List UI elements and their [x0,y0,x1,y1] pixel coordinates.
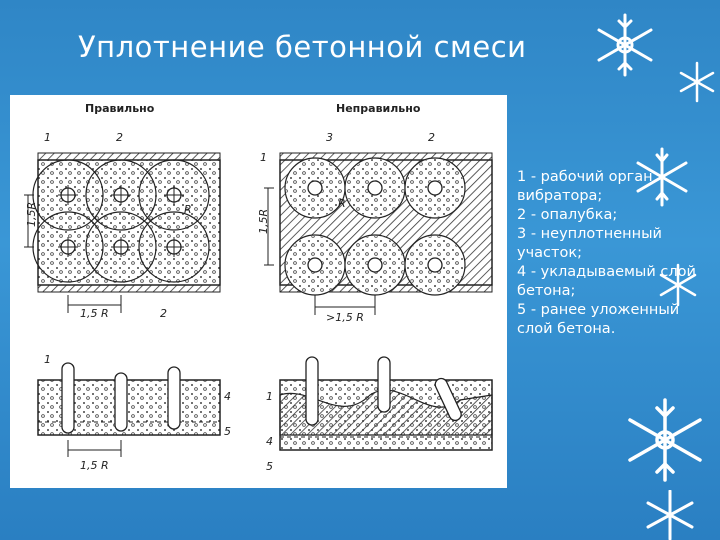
callout-4-bottom-right: 4 [266,435,273,448]
concrete-compaction-figure: Правильно Неправильно [10,95,507,488]
incorrect-plan: 1,5R >1,5 R R 1 3 2 [257,131,493,324]
snowflake-icon [679,61,715,103]
dim-spacing-correct: 1,5 R [80,307,109,320]
radius-label-right: R [338,197,346,210]
panel-right-title: Неправильно [336,102,421,115]
snowflake-icon [628,398,702,482]
legend-item-3: 3 - неуплотненный участок; [517,226,662,261]
callout-1-bottom-left: 1 [44,353,51,366]
legend-item-2: 2 - опалубка; [517,207,618,223]
legend-item-4: 4 - укладываемый слой бетона; [517,264,696,299]
callout-1-bottom-right: 1 [266,390,273,403]
callout-2-top-left: 2 [116,131,123,144]
snowflake-icon [646,490,694,540]
panel-left-title: Правильно [85,102,155,115]
callout-3-top-right: 3 [326,131,333,144]
snowflake-icon [636,147,688,207]
compaction-diagram: Правильно Неправильно [24,102,493,473]
radius-label-left: R [184,203,192,216]
dim-spacing-section: 1,5 R [80,459,109,472]
slide-title: Уплотнение бетонной смеси [78,30,527,64]
callout-4-bottom-left: 4 [224,390,231,403]
dim-height-right: 1,5R [257,209,270,234]
incorrect-section: 1 4 5 [266,356,493,473]
callout-1-top-right: 1 [260,151,267,164]
legend-item-5: 5 - ранее уложенный слой бетона. [517,302,680,337]
legend: 1 - рабочий орган вибратора; 2 - опалубк… [517,168,697,339]
dim-height-left: 1,5R [25,202,38,227]
correct-section: 1,5 R 1 4 5 [37,353,231,472]
callout-5-bottom-left: 5 [224,425,231,438]
callout-5-bottom-right: 5 [266,460,273,473]
callout-2-bottom-left: 2 [160,307,167,320]
dim-spacing-wrong: >1,5 R [326,311,364,324]
callout-1-top-left: 1 [44,131,51,144]
snowflake-icon [659,263,697,307]
correct-plan: 1,5R 1,5 R R 1 2 2 [24,131,221,320]
legend-item-1: 1 - рабочий орган вибратора; [517,169,653,204]
callout-2-top-right: 2 [428,131,435,144]
snowflake-icon [597,13,653,77]
